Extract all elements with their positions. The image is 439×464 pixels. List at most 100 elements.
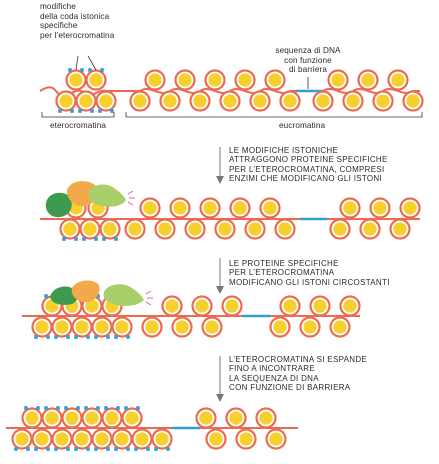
nucleosome-modified	[111, 428, 133, 451]
histone-modification-mark	[94, 237, 98, 241]
nucleosome	[214, 218, 236, 240]
nucleosome-modified	[121, 406, 143, 429]
nucleosome-modified	[99, 218, 121, 241]
histone-core	[333, 320, 347, 334]
nucleosome	[139, 197, 161, 219]
nucleosome	[171, 316, 193, 338]
histone-modification-mark	[66, 335, 70, 339]
nucleosome-modified	[81, 406, 103, 429]
protein-orange	[71, 280, 100, 303]
histone-core	[233, 201, 247, 215]
enzyme-activity-marks	[127, 190, 135, 206]
histone-modification-mark	[26, 447, 30, 451]
nucleosome	[274, 218, 296, 240]
heterochromatin-label: eterocromatina	[50, 121, 107, 130]
histone-modification-mark	[104, 406, 108, 410]
nucleosome-modified	[31, 428, 53, 451]
step-1-text: LE MODIFICHE ISTONICHE ATTRAGGONO PROTEI…	[229, 146, 388, 184]
nucleosome	[372, 90, 394, 112]
histone-core	[376, 94, 390, 108]
histone-core	[203, 201, 217, 215]
histone-modification-mark	[116, 406, 120, 410]
nucleosome	[387, 69, 409, 91]
histone-core	[223, 94, 237, 108]
nucleosome	[264, 69, 286, 91]
nucleosome-modified	[61, 406, 83, 429]
nucleosome-modified	[85, 68, 107, 91]
histone-core	[248, 222, 262, 236]
nucleosome	[235, 428, 257, 450]
histone-modification-mark	[88, 68, 92, 72]
histone-modification-mark	[154, 447, 158, 451]
nucleosome-modified	[79, 218, 101, 241]
histone-modification-mark	[78, 109, 82, 113]
histone-modification-mark	[36, 406, 40, 410]
nucleosome-modified	[41, 406, 63, 429]
histone-core	[406, 94, 420, 108]
nucleosome	[184, 218, 206, 240]
histone-core	[343, 299, 357, 313]
protein-dark-green	[50, 286, 78, 305]
nucleosome	[329, 316, 351, 338]
nucleosome-modified	[51, 316, 73, 339]
step-3-text: L’ETEROCROMATINA SI ESPANDE FINO A INCON…	[229, 355, 368, 393]
mods-pointer-line-left	[75, 55, 79, 71]
nucleosome	[195, 407, 217, 429]
histone-modification-mark	[98, 109, 102, 113]
nucleosome	[129, 90, 151, 112]
histone-core	[239, 432, 253, 446]
histone-core	[173, 201, 187, 215]
nucleosome	[234, 69, 256, 91]
nucleosome	[339, 197, 361, 219]
histone-modification-mark	[102, 237, 106, 241]
histone-core	[79, 94, 93, 108]
histone-modification-mark	[56, 406, 60, 410]
histone-core	[209, 432, 223, 446]
histone-modification-mark	[114, 237, 118, 241]
histone-core	[333, 222, 347, 236]
histone-core	[95, 320, 109, 334]
nucleosome	[339, 295, 361, 317]
histone-modification-mark	[94, 447, 98, 451]
histone-core	[75, 320, 89, 334]
nucleosome-modified	[11, 428, 33, 451]
protein-light-green-enzyme	[88, 184, 126, 207]
histone-modification-mark	[54, 335, 58, 339]
histone-core	[391, 73, 405, 87]
nucleosome	[161, 295, 183, 317]
histone-core	[89, 73, 103, 87]
nucleosome	[369, 197, 391, 219]
nucleosome	[279, 90, 301, 112]
histone-modification-mark	[44, 294, 48, 298]
nucleosome-modified	[71, 428, 93, 451]
histone-modification-mark	[74, 447, 78, 451]
nucleosome-modified	[101, 406, 123, 429]
histone-core	[55, 320, 69, 334]
histone-modification-mark	[74, 335, 78, 339]
histone-core	[175, 320, 189, 334]
nucleosome	[169, 197, 191, 219]
nucleosome-modified	[75, 90, 97, 113]
mods-pointer-line-right	[87, 55, 97, 71]
histone-modification-mark	[114, 447, 118, 451]
histone-modification-mark	[76, 406, 80, 410]
nucleosome	[309, 295, 331, 317]
chromatin-row-proteins-bound	[40, 181, 421, 241]
histone-modification-mark	[106, 447, 110, 451]
nucleosome	[402, 90, 424, 112]
histone-core	[273, 320, 287, 334]
nucleosome	[204, 69, 226, 91]
histone-core	[63, 222, 77, 236]
histone-core	[253, 94, 267, 108]
histone-core	[238, 73, 252, 87]
histone-modification-mark	[106, 335, 110, 339]
nucleosome	[259, 197, 281, 219]
nucleosome	[199, 197, 221, 219]
nucleosome	[299, 316, 321, 338]
histone-core	[158, 222, 172, 236]
histone-modification-mark	[146, 447, 150, 451]
nucleosome	[225, 407, 247, 429]
histone-core	[115, 320, 129, 334]
nucleosome	[327, 69, 349, 91]
histone-core	[218, 222, 232, 236]
